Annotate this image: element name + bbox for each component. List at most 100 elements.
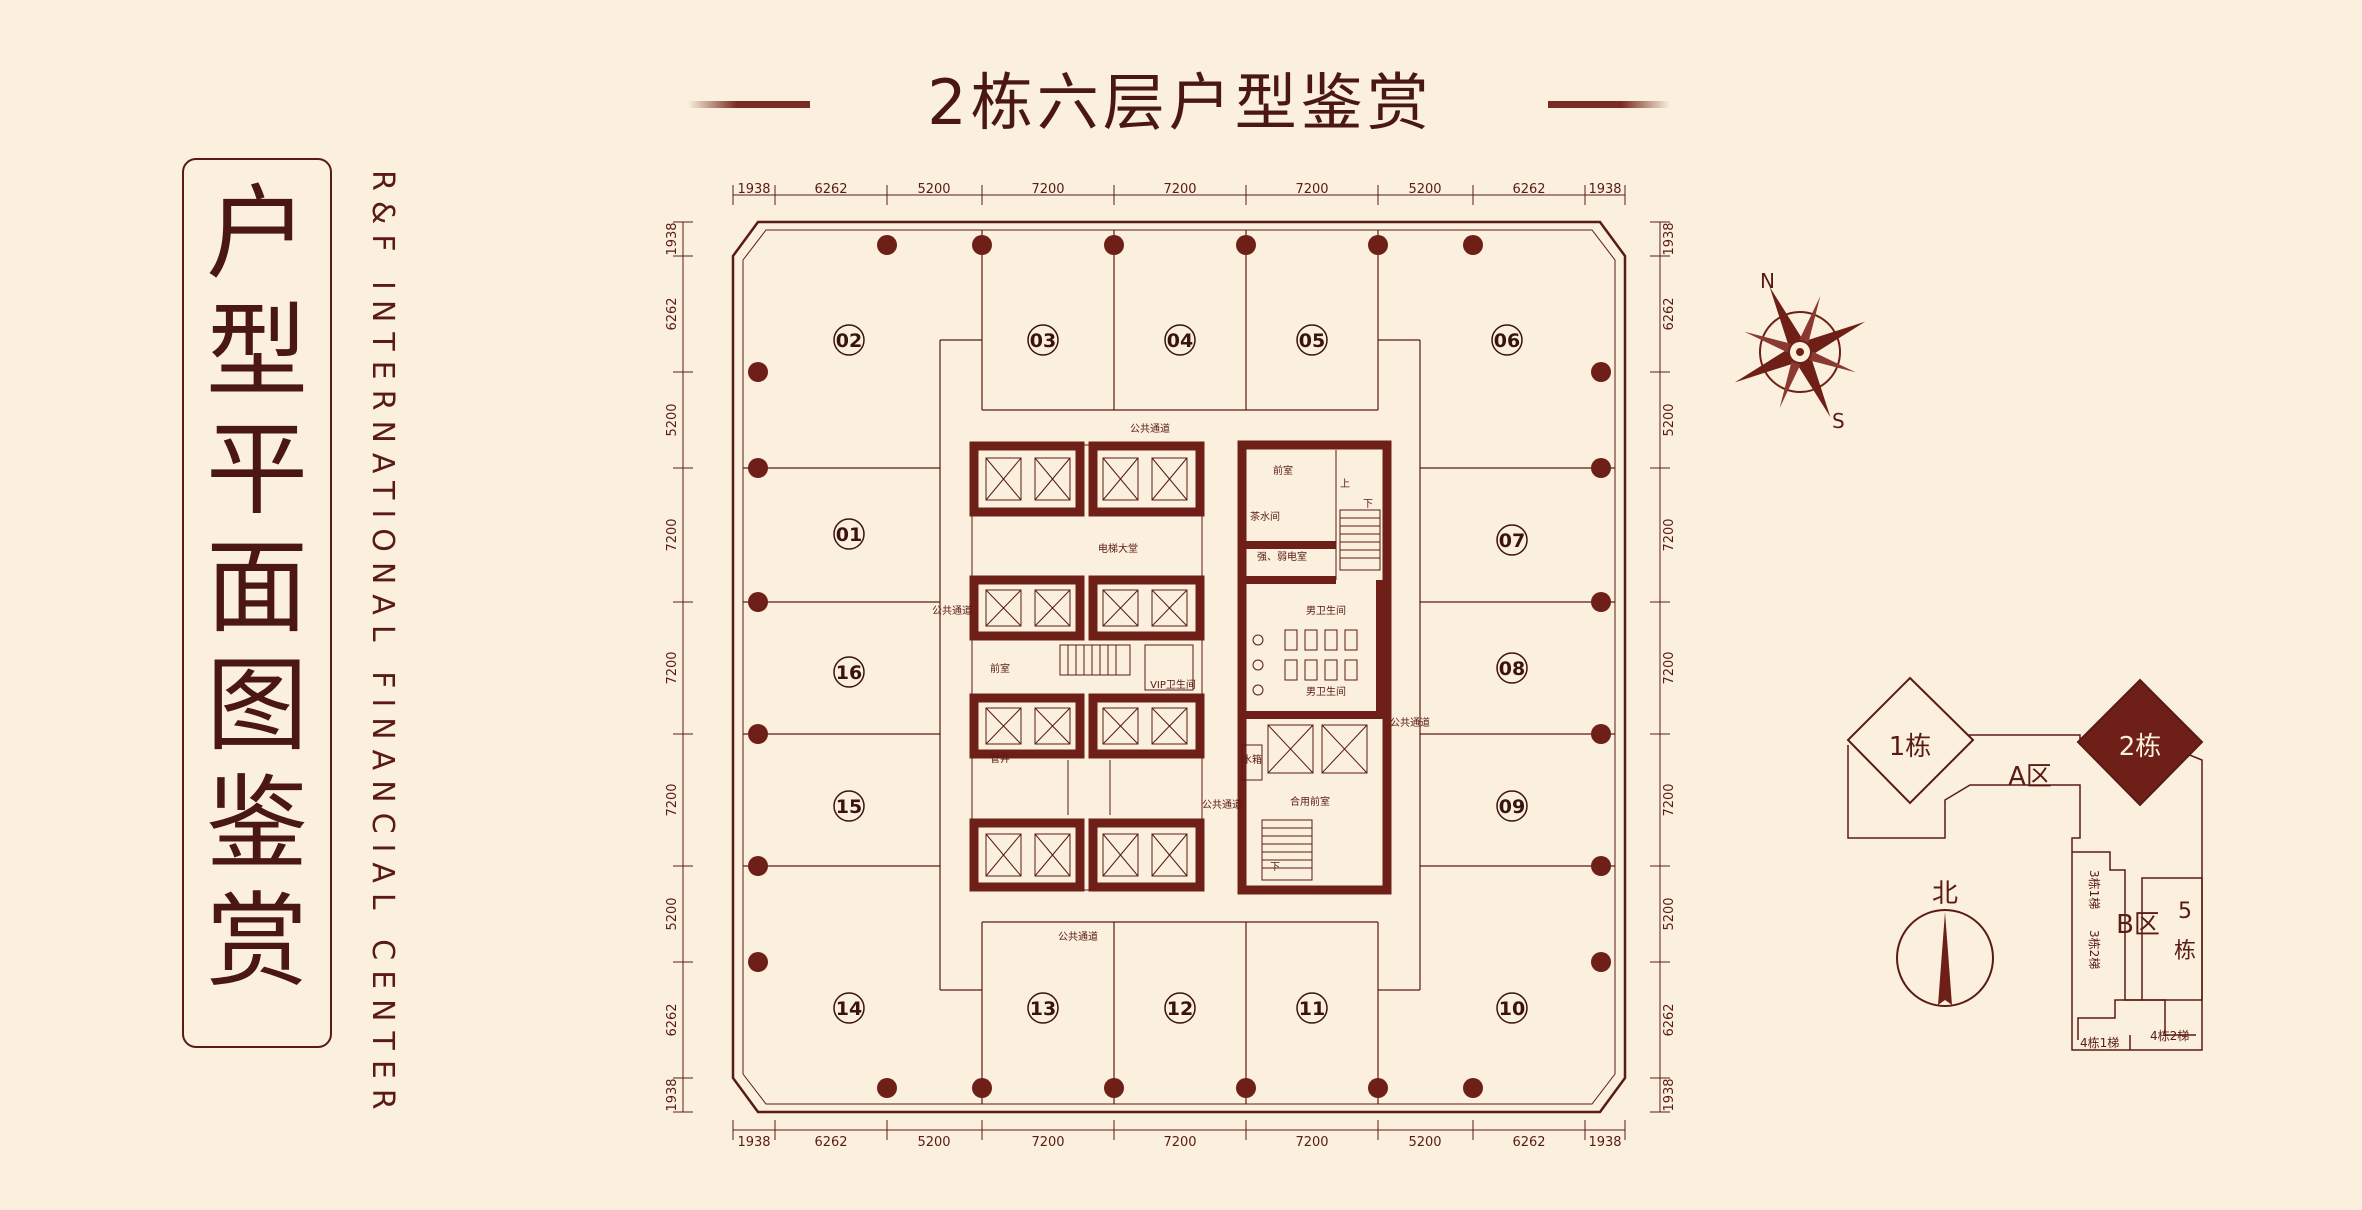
label-down: 下 [1363,499,1373,510]
dimension-right [1650,221,1670,1113]
title-rule-right [1548,101,1670,108]
unit-08-label: 08 [1499,658,1525,680]
label-tea-room: 茶水间 [1250,510,1280,523]
site-bldg5-label: 栋 [2174,939,2196,964]
vertical-title-char: 型 [206,293,308,412]
dim-top: 7200 [1295,182,1328,197]
dim-bottom: 5200 [1408,1135,1441,1150]
label-corridor-mid: 公共通道 [1202,798,1242,811]
unit-02-label: 02 [836,330,862,352]
dim-bottom: 5200 [917,1135,950,1150]
site-bldg1-label: 1栋 [1889,732,1932,762]
site-b3-2-label: 3栋2梯 [2087,930,2102,969]
unit-15-label: 15 [836,796,862,818]
dim-left: 5200 [665,897,680,930]
site-b4-2-label: 4栋2梯 [2150,1028,2189,1043]
compass-rose-icon [1734,286,1866,418]
dim-right: 6262 [1662,1003,1677,1036]
label-front-room: 前室 [1273,464,1293,477]
site-bldg5-label: 5 [2178,899,2192,924]
unit-16-label: 16 [836,662,862,684]
dim-left: 6262 [665,297,680,330]
label-male-wc: 男卫生间 [1306,604,1346,617]
dim-top: 6262 [1512,182,1545,197]
building-outline [731,220,1627,1114]
label-male-wc: 男卫生间 [1306,685,1346,698]
label-corridor-bottom: 公共通道 [1058,930,1098,943]
label-vip-wc: VIP卫生间 [1150,678,1196,691]
dim-top: 5200 [1408,182,1441,197]
unit-11-label: 11 [1299,998,1325,1020]
dim-bottom: 1938 [1588,1135,1621,1150]
unit-09-label: 09 [1499,796,1525,818]
dim-bottom: 1938 [737,1135,770,1150]
vertical-title-char: 鉴 [206,765,308,884]
dim-right: 1938 [1662,1078,1677,1111]
page-title: 2栋六层户型鉴赏 [927,66,1433,139]
dim-right: 1938 [1662,222,1677,255]
dim-left: 5200 [665,403,680,436]
label-tank: 水箱 [1242,753,1262,766]
label-shared-front: 合用前室 [1290,795,1330,808]
dim-right: 6262 [1662,297,1677,330]
vertical-title-char: 平 [206,411,308,530]
vertical-title-box [182,158,332,1048]
dim-bottom: 6262 [1512,1135,1545,1150]
unit-05-label: 05 [1299,330,1325,352]
label-corridor-right: 公共通道 [1390,716,1430,729]
unit-13-label: 13 [1030,998,1056,1020]
dim-left: 1938 [665,1078,680,1111]
dim-top: 1938 [737,182,770,197]
label-corridor-left: 公共通道 [932,604,972,617]
label-elevator-hall: 电梯大堂 [1098,542,1138,555]
unit-04-label: 04 [1167,330,1193,352]
dim-right: 7200 [1662,518,1677,551]
label-corridor-top: 公共通道 [1130,422,1170,435]
structural-columns [748,235,1611,1098]
vertical-title-char: 面 [206,529,308,648]
dim-top: 7200 [1031,182,1064,197]
dim-bottom: 6262 [814,1135,847,1150]
dim-bottom: 7200 [1295,1135,1328,1150]
dim-top: 6262 [814,182,847,197]
site-zone-a-label: A区 [2008,762,2052,792]
site-b4-1-label: 4栋1梯 [2080,1035,2119,1050]
unit-01-label: 01 [836,524,862,546]
dimension-top [732,185,1626,205]
north-arrow-icon [1896,909,1994,1007]
label-up: 上 [1340,478,1350,490]
dim-left: 6262 [665,1003,680,1036]
label-down: 下 [1270,862,1280,873]
dimension-left [673,221,693,1113]
north-label: 北 [1932,879,1958,909]
dim-right: 7200 [1662,651,1677,684]
vertical-title-char: 户 [206,175,308,294]
dim-bottom: 7200 [1031,1135,1064,1150]
site-building-2-selected [2076,678,2204,807]
unit-markers [833,324,1528,1024]
dim-right: 5200 [1662,403,1677,436]
dim-left: 7200 [665,651,680,684]
label-electric-room: 强、弱电室 [1257,550,1307,563]
site-b3-1-label: 3栋1梯 [2087,870,2102,909]
unit-07-label: 07 [1499,530,1525,552]
site-bldg2-label: 2栋 [2119,732,2162,762]
dim-top: 1938 [1588,182,1621,197]
site-building-1 [1846,676,1975,805]
unit-14-label: 14 [836,998,862,1020]
dim-right: 5200 [1662,897,1677,930]
unit-partitions [743,230,1615,1104]
title-rule-left [688,101,810,108]
dimension-bottom [732,1120,1626,1140]
unit-06-label: 06 [1494,330,1520,352]
vertical-title-char: 赏 [206,883,308,1002]
label-shaft: 管井 [990,752,1010,765]
label-front-room: 前室 [990,662,1010,675]
dim-left: 7200 [665,783,680,816]
site-zone-b-label: B区 [2116,910,2160,940]
unit-12-label: 12 [1167,998,1193,1020]
vertical-title-char: 图 [206,647,308,766]
dim-left: 1938 [665,222,680,255]
core-left-block [969,441,1205,892]
